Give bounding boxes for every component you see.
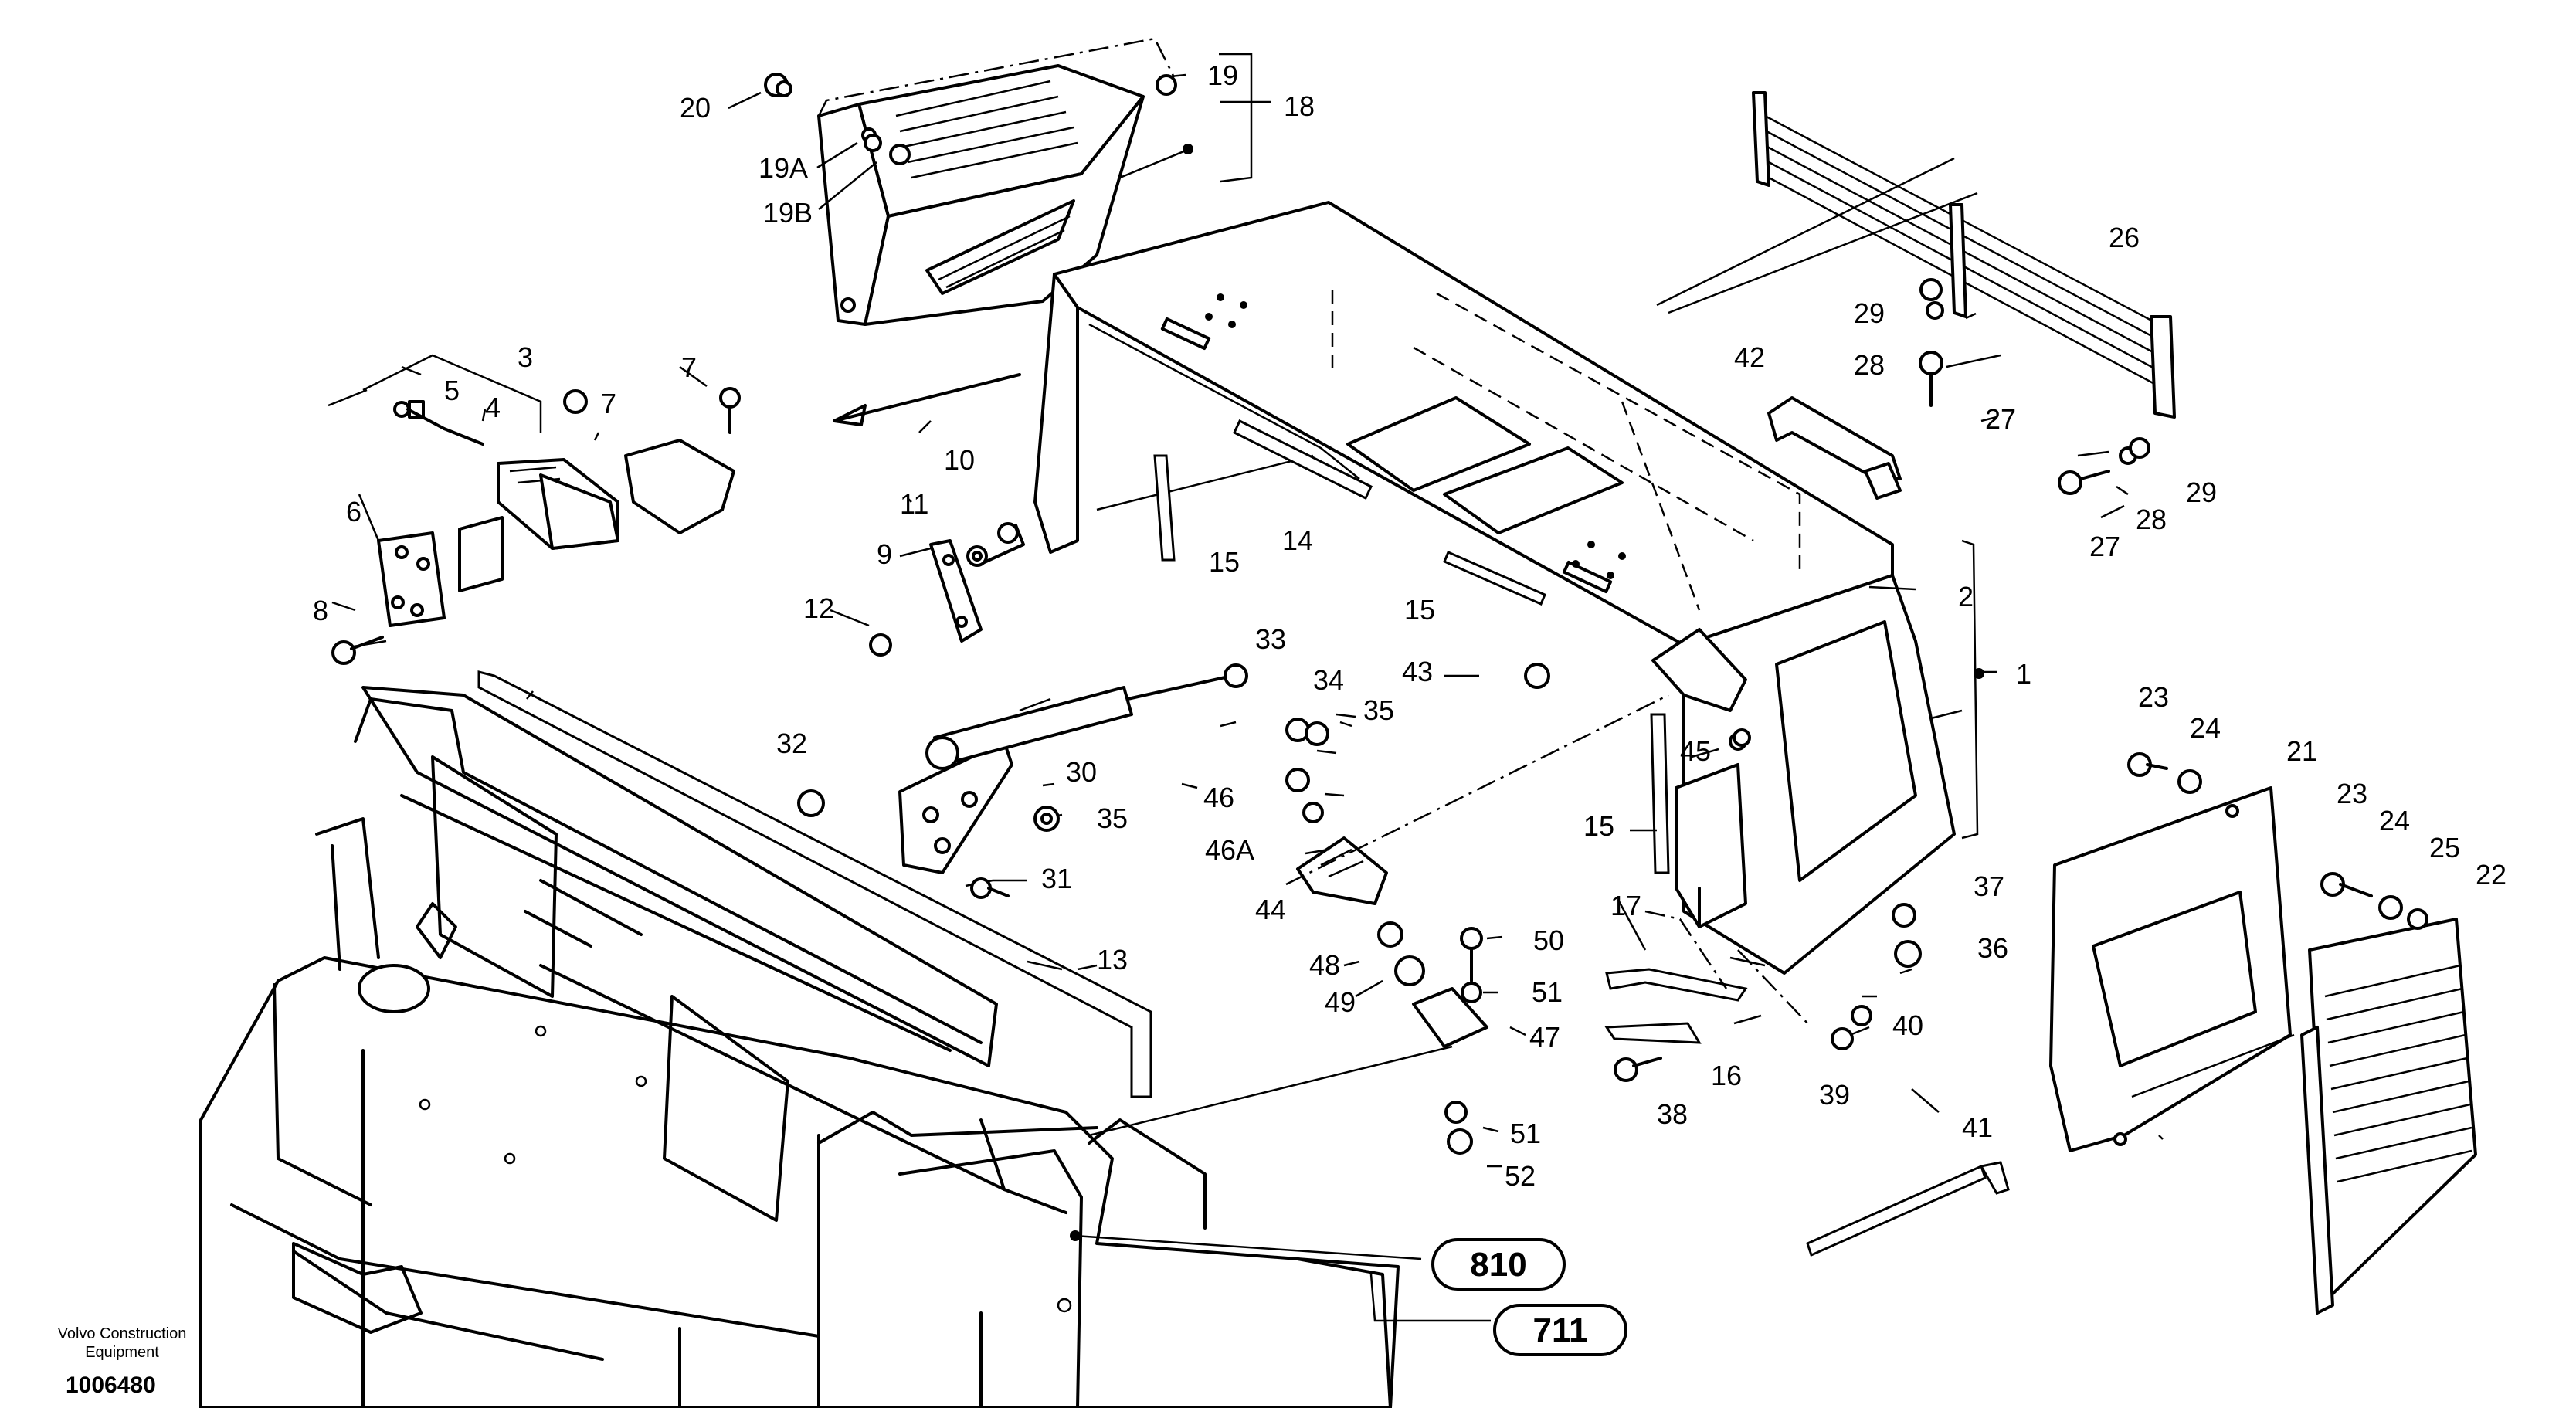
label-4: 4: [485, 392, 501, 423]
label-26: 26: [2109, 222, 2140, 253]
label-36: 36: [1977, 932, 2008, 964]
label-35b: 35: [1097, 802, 1128, 834]
reference-711-text: 711: [1533, 1311, 1588, 1349]
label-7b: 7: [681, 351, 697, 383]
part-labels: 20 19 18 19A 19B 26 29 28 27 42 29 28 27…: [313, 59, 2506, 1192]
bracket-7: [624, 387, 741, 534]
label-44: 44: [1255, 894, 1286, 925]
label-32: 32: [776, 728, 807, 759]
label-38: 38: [1657, 1098, 1688, 1130]
label-51b: 51: [1510, 1118, 1541, 1149]
label-12: 12: [803, 592, 834, 624]
label-10: 10: [944, 444, 975, 476]
label-24a: 24: [2190, 712, 2221, 744]
label-25: 25: [2429, 832, 2460, 863]
foam-strips: [477, 419, 2010, 1257]
handle-42: [1767, 396, 1902, 500]
side-panel-21: [2049, 786, 2292, 1152]
label-41: 41: [1962, 1111, 1993, 1143]
label-45: 45: [1680, 735, 1711, 767]
label-33: 33: [1255, 623, 1286, 655]
label-50: 50: [1533, 925, 1564, 956]
label-43: 43: [1402, 656, 1433, 687]
label-18: 18: [1284, 90, 1315, 122]
label-23b: 23: [2337, 778, 2367, 809]
label-16: 16: [1711, 1060, 1742, 1091]
label-1: 1: [2016, 658, 2031, 690]
label-11: 11: [900, 488, 928, 520]
grille-26: [1752, 91, 2176, 419]
hinge-assembly-3: [377, 400, 619, 627]
label-5: 5: [444, 375, 460, 406]
label-34: 34: [1313, 664, 1344, 696]
label-29b: 29: [2186, 477, 2217, 508]
label-49: 49: [1325, 986, 1356, 1018]
label-19B: 19B: [763, 197, 813, 229]
latch-44: [1296, 836, 1388, 905]
label-9: 9: [877, 538, 892, 570]
label-35a: 35: [1363, 694, 1394, 726]
label-29a: 29: [1854, 297, 1885, 329]
label-42: 42: [1734, 341, 1765, 373]
label-15c: 15: [1583, 810, 1614, 842]
label-7a: 7: [601, 388, 616, 419]
label-39: 39: [1819, 1079, 1850, 1111]
label-40: 40: [1892, 1009, 1923, 1041]
label-22: 22: [2476, 859, 2506, 891]
label-46A: 46A: [1205, 834, 1254, 866]
label-28b: 28: [2136, 504, 2167, 535]
label-15b: 15: [1404, 594, 1435, 626]
label-20: 20: [680, 92, 711, 124]
maker-name-line2: Equipment: [85, 1344, 159, 1361]
label-23a: 23: [2138, 681, 2169, 713]
reference-810[interactable]: 810: [1431, 1238, 1566, 1291]
label-30: 30: [1066, 756, 1097, 788]
label-27a: 27: [1985, 403, 2016, 435]
plate-47: [1412, 987, 1488, 1048]
label-48: 48: [1309, 949, 1340, 981]
label-15a: 15: [1209, 546, 1240, 578]
label-21: 21: [2286, 735, 2317, 767]
hood-cover-1: [1033, 201, 1956, 975]
label-46: 46: [1203, 782, 1234, 813]
label-14: 14: [1282, 524, 1313, 556]
reference-711[interactable]: 711: [1493, 1304, 1627, 1356]
drawing-caption: Volvo Construction Equipment 1006480: [58, 1325, 187, 1398]
gas-strut-33: [925, 663, 1248, 770]
label-13: 13: [1097, 944, 1128, 975]
reference-810-text: 810: [1470, 1246, 1526, 1284]
label-8: 8: [313, 595, 328, 626]
label-52: 52: [1505, 1160, 1536, 1192]
maker-name: Volvo Construction: [58, 1325, 187, 1342]
label-27b: 27: [2089, 531, 2120, 562]
label-28a: 28: [1854, 349, 1885, 381]
label-19: 19: [1207, 59, 1238, 91]
label-6: 6: [346, 496, 361, 528]
hood-hinge-bracket: [1651, 628, 1747, 928]
louvre-panel-22: [2300, 918, 2477, 1315]
label-19A: 19A: [759, 152, 808, 184]
vent-cover-18: [817, 64, 1145, 326]
label-51a: 51: [1532, 976, 1563, 1008]
label-17: 17: [1610, 890, 1641, 921]
label-3: 3: [518, 341, 533, 373]
fasteners: [331, 73, 2428, 1155]
label-24b: 24: [2379, 805, 2410, 836]
machine-body: [199, 686, 1400, 1408]
bracket-9: [929, 539, 983, 643]
drawing-number: 1006480: [66, 1372, 156, 1398]
label-47: 47: [1529, 1021, 1560, 1053]
label-37: 37: [1974, 870, 2004, 902]
label-31: 31: [1041, 863, 1072, 894]
label-2: 2: [1958, 581, 1974, 612]
